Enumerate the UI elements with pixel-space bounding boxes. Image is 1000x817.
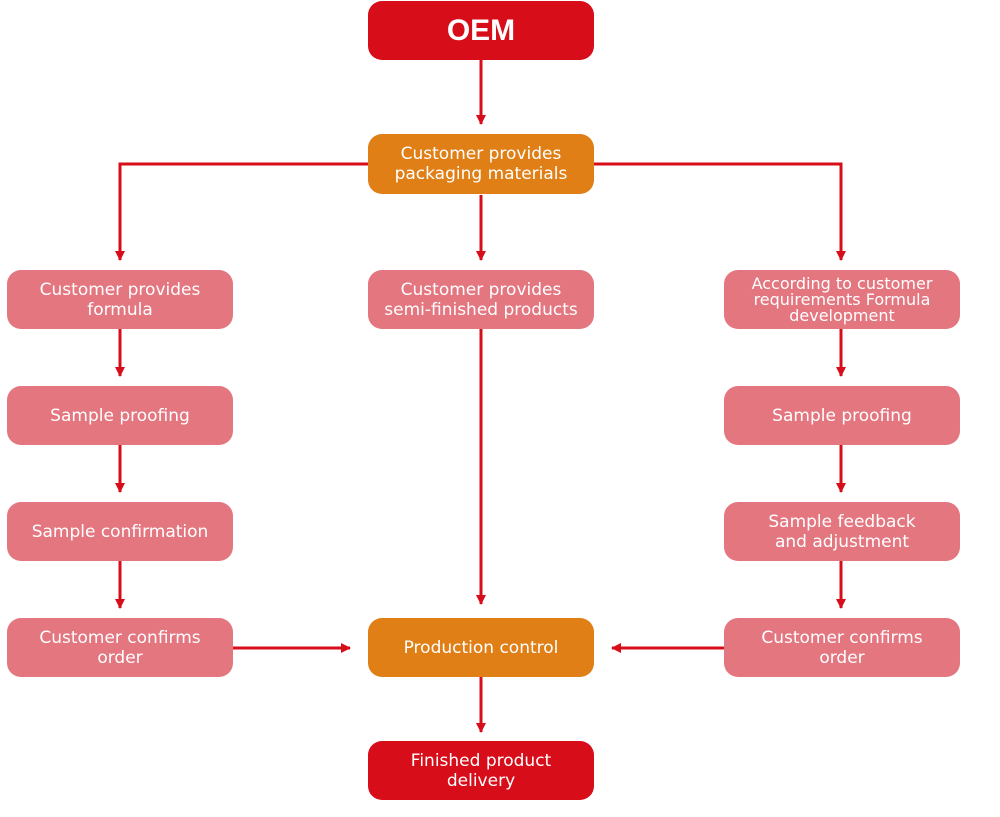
node-left-order-label: Customer confirms order [39, 627, 201, 668]
node-right-proofing: Sample proofing [724, 386, 960, 445]
node-right-feedback: Sample feedback and adjustment [724, 502, 960, 561]
node-left-formula: Customer provides formula [7, 270, 233, 329]
node-right-order-label: Customer confirms order [761, 627, 923, 668]
node-packaging-label: Customer provides packaging materials [394, 144, 568, 184]
node-center-production: Production control [368, 618, 594, 677]
node-left-confirmation-label: Sample confirmation [31, 521, 209, 542]
node-center-delivery: Finished product delivery [368, 741, 594, 800]
node-oem-label: OEM [446, 13, 516, 47]
node-center-semi: Customer provides semi-finished products [368, 270, 594, 329]
node-center-production-label: Production control [403, 637, 559, 658]
node-packaging: Customer provides packaging materials [368, 134, 594, 194]
node-center-delivery-label: Finished product delivery [410, 750, 552, 791]
node-left-order: Customer confirms order [7, 618, 233, 677]
node-right-development: According to customer requirements Formu… [724, 270, 960, 329]
node-right-order: Customer confirms order [724, 618, 960, 677]
node-right-feedback-label: Sample feedback and adjustment [768, 511, 916, 552]
node-left-proofing: Sample proofing [7, 386, 233, 445]
node-center-semi-label: Customer provides semi-finished products [384, 279, 578, 320]
node-right-development-label: According to customer requirements Formu… [751, 273, 933, 325]
node-left-proofing-label: Sample proofing [50, 405, 190, 426]
node-left-formula-label: Customer provides formula [39, 279, 201, 320]
node-left-confirmation: Sample confirmation [7, 502, 233, 561]
arrow-packaging-to-right [594, 162, 846, 261]
node-right-proofing-label: Sample proofing [772, 405, 912, 426]
arrow-packaging-to-left [115, 162, 368, 261]
node-oem: OEM [368, 1, 594, 60]
